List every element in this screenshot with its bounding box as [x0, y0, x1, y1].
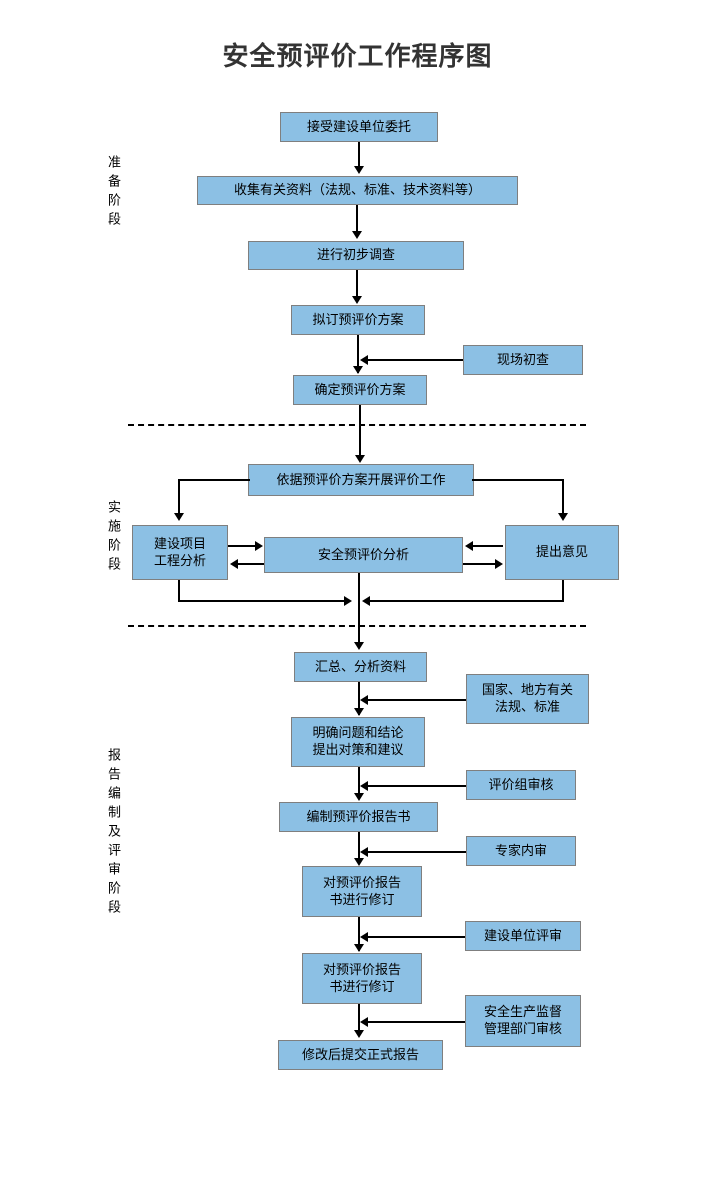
stage-label-report-review: 报告编制及评审阶段: [105, 747, 120, 919]
edge-group-review-to-flow: [366, 785, 466, 787]
node-safety-pre-analysis[interactable]: 安全预评价分析: [264, 537, 463, 573]
arrowhead-left-expert-review: [360, 847, 368, 857]
node-preliminary-survey[interactable]: 进行初步调查: [248, 241, 464, 270]
edge-survey-to-draft: [356, 270, 358, 298]
arrowhead-left-group-review: [360, 781, 368, 791]
node-confirm-plan[interactable]: 确定预评价方案: [293, 375, 427, 405]
edge-clarify-to-compile: [358, 767, 360, 799]
edge-analysis-to-opinions: [463, 563, 497, 565]
edge-project-to-analysis: [228, 545, 258, 547]
edge-revise2-to-submit: [358, 1004, 360, 1036]
node-carry-out-evaluation[interactable]: 依据预评价方案开展评价工作: [248, 464, 474, 496]
arrowhead-down-project-engineering: [174, 513, 184, 521]
edge-accept-to-collect: [358, 142, 360, 168]
edge-confirm-to-carryout: [359, 405, 361, 457]
node-clarify-conclusions[interactable]: 明确问题和结论 提出对策和建议: [291, 717, 425, 767]
edge-opinions-to-analysis: [471, 545, 503, 547]
arrowhead-down-revise2: [354, 944, 364, 952]
arrowhead-down-raise-opinions: [558, 513, 568, 521]
arrowhead-left-unit-review: [360, 932, 368, 942]
edge-draft-to-confirm: [357, 335, 359, 373]
arrowhead-right-merge: [344, 596, 352, 606]
stage-divider-1: [128, 424, 586, 426]
edge-analysis-to-project: [236, 563, 264, 565]
edge-unit-review-to-flow: [366, 936, 465, 938]
arrowhead-down-summarize: [354, 642, 364, 650]
edge-summarize-to-clarify: [358, 682, 360, 715]
edge-rules-to-flow: [366, 699, 466, 701]
edge-right-merge: [368, 600, 564, 602]
node-supervision-review[interactable]: 安全生产监督 管理部门审核: [465, 995, 581, 1047]
arrowhead-down-revise1: [354, 858, 364, 866]
page-title: 安全预评价工作程序图: [222, 42, 493, 72]
edge-expert-review-to-flow: [366, 851, 466, 853]
node-evaluation-group-review[interactable]: 评价组审核: [466, 770, 576, 800]
edge-revise1-to-revise2: [358, 917, 360, 951]
node-expert-internal-review[interactable]: 专家内审: [466, 836, 576, 866]
edge-supervision-to-flow: [366, 1021, 465, 1023]
edge-left-merge: [178, 600, 348, 602]
arrowhead-left-confirm-plan: [360, 355, 368, 365]
stage-label-implementation: 实施阶段: [105, 500, 120, 576]
node-accept-commission[interactable]: 接受建设单位委托: [280, 112, 438, 142]
node-draft-plan[interactable]: 拟订预评价方案: [291, 305, 425, 335]
arrowhead-left-project-in: [230, 559, 238, 569]
node-submit-final-report[interactable]: 修改后提交正式报告: [278, 1040, 443, 1070]
node-revise-report-1[interactable]: 对预评价报告 书进行修订: [302, 866, 422, 917]
node-summarize-analyze[interactable]: 汇总、分析资料: [294, 652, 427, 682]
arrowhead-left-analysis-in2: [465, 541, 473, 551]
node-national-local-rules[interactable]: 国家、地方有关 法规、标准: [466, 674, 589, 724]
arrowhead-left-rules: [360, 695, 368, 705]
arrowhead-down-collect: [354, 166, 364, 174]
arrowhead-down-compile: [354, 793, 364, 801]
edge-opinions-down: [562, 580, 564, 601]
node-raise-opinions[interactable]: 提出意见: [505, 525, 619, 580]
arrowhead-down-confirm: [353, 366, 363, 374]
node-collect-materials[interactable]: 收集有关资料（法规、标准、技术资料等）: [197, 176, 518, 205]
arrowhead-down-draft: [352, 296, 362, 304]
arrowhead-down-carryout: [355, 455, 365, 463]
edge-site-inspection-to-flow: [366, 359, 463, 361]
arrowhead-left-supervision: [360, 1017, 368, 1027]
edge-compile-to-revise1: [358, 832, 360, 864]
arrowhead-down-clarify: [354, 708, 364, 716]
edge-project-down: [178, 580, 180, 601]
node-construction-unit-review[interactable]: 建设单位评审: [465, 921, 581, 951]
node-revise-report-2[interactable]: 对预评价报告 书进行修订: [302, 953, 422, 1004]
node-site-inspection[interactable]: 现场初查: [463, 345, 583, 375]
arrowhead-down-submit: [354, 1030, 364, 1038]
edge-carryout-left-down: [178, 479, 180, 515]
edge-carryout-left-branch: [178, 479, 250, 481]
edge-analysis-trunk: [358, 573, 360, 645]
node-compile-report[interactable]: 编制预评价报告书: [279, 802, 438, 832]
arrowhead-left-merge: [362, 596, 370, 606]
stage-divider-2: [128, 625, 586, 627]
edge-carryout-right-down: [562, 479, 564, 515]
edge-carryout-right-branch: [472, 479, 564, 481]
node-project-engineering[interactable]: 建设项目 工程分析: [132, 525, 228, 580]
edge-collect-to-survey: [356, 205, 358, 233]
arrowhead-down-survey: [352, 231, 362, 239]
arrowhead-right-analysis-in: [255, 541, 263, 551]
arrowhead-right-opinions-in: [495, 559, 503, 569]
stage-label-preparation: 准备阶段: [105, 155, 120, 231]
